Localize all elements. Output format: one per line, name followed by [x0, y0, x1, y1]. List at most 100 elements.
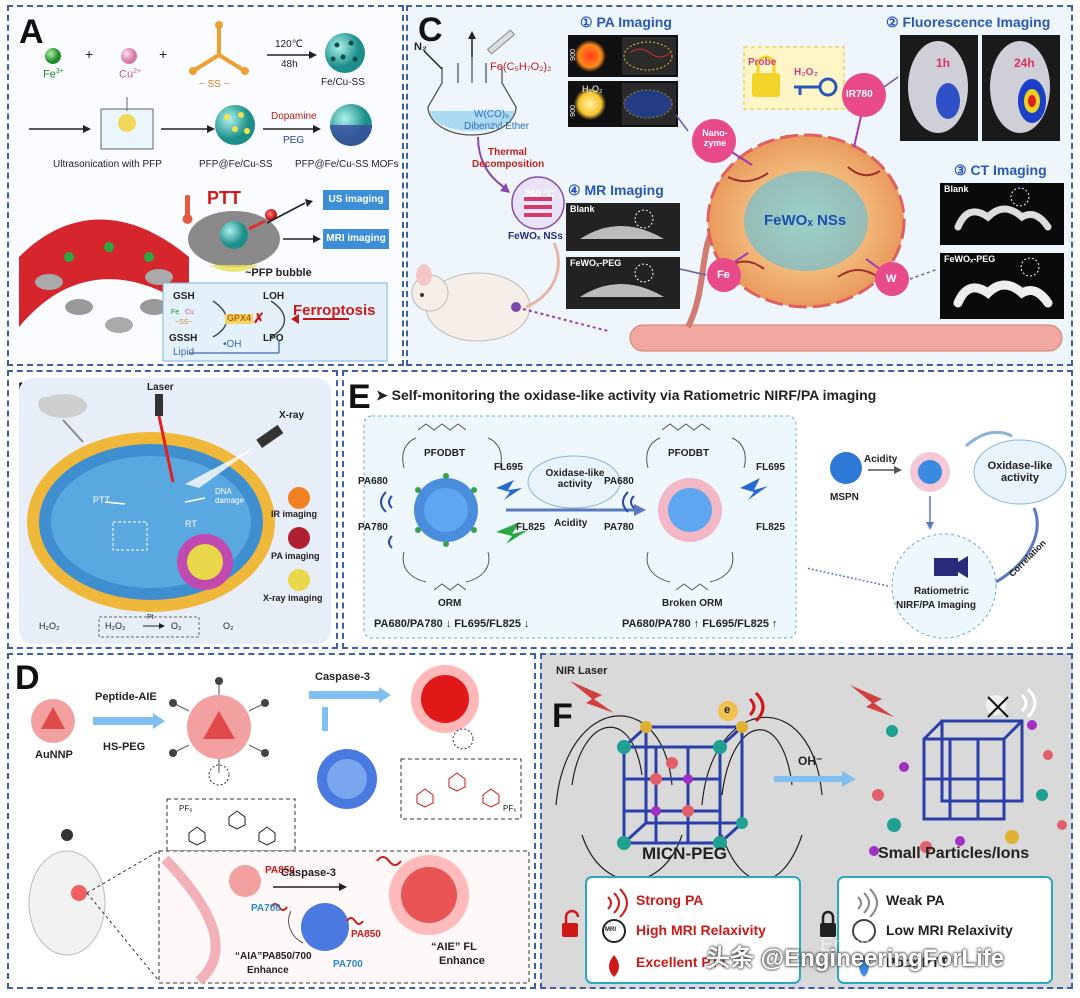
- pa850-label-b: PA850: [351, 929, 381, 940]
- gssh-label: GSSH: [169, 333, 198, 344]
- product-2-label: PFP@Fe/Cu-SS: [199, 159, 273, 170]
- pa-imaging-title: ① PA Imaging: [580, 14, 672, 30]
- flame-icon: [609, 955, 619, 977]
- aie-aggregate-cluster: [389, 855, 469, 935]
- high-mri-label: High MRI Relaxivity: [636, 922, 766, 938]
- lipid-label: Lipid: [173, 347, 195, 358]
- key-icon: [794, 77, 838, 97]
- weak-pa-icon: [857, 888, 878, 918]
- aunnp-label: AuNNP: [35, 749, 73, 761]
- mr-blank-label: Blank: [570, 204, 595, 214]
- plus-sign-2: +: [159, 46, 168, 62]
- caspase-label: Caspase-3: [315, 671, 371, 683]
- mini-ss-label: ~SS~: [175, 319, 193, 326]
- weak-pa-label: Weak PA: [886, 892, 945, 908]
- pa700-label-a: PA700: [251, 903, 281, 914]
- w-node: [875, 262, 909, 296]
- poor-ptt-icon: [859, 955, 869, 977]
- panel-b-graphics: [19, 378, 331, 644]
- nirf-pa-label: NIRF/PA Imaging: [896, 600, 976, 611]
- fl825-label-a: FL825: [516, 522, 545, 533]
- oxidase-cloud-b: [973, 439, 1067, 505]
- h2o2-label: H₂O₂: [39, 621, 60, 631]
- pfodbt-label-b: PFODBT: [668, 448, 710, 459]
- small-particles-label: Small Particles/Ions: [878, 845, 1030, 862]
- xray-imaging-label: X-ray imaging: [263, 593, 323, 603]
- rt-label: RT: [185, 519, 197, 529]
- gsh-label: GSH: [173, 291, 195, 302]
- pa700-label-b: PA700: [333, 959, 363, 970]
- probe-h2o2-label: H₂O₂: [794, 67, 818, 78]
- pf6-label-b: PF₆: [503, 804, 517, 813]
- aia-sub: Enhance: [247, 965, 289, 976]
- broken-orm-label: Broken ORM: [662, 598, 723, 609]
- lattice-atoms: [617, 721, 748, 850]
- fl825-bolt: [496, 522, 528, 544]
- oxidase-cloud: [527, 455, 621, 509]
- fe-ion-sphere: [45, 48, 61, 64]
- caspase-label-b: Caspase-3: [281, 867, 337, 879]
- aie-structure-box-b: [400, 758, 522, 820]
- condition-time: 48h: [281, 59, 298, 70]
- poor-ptt-label: Poor PTT: [886, 954, 949, 970]
- strong-pa-label: Strong PA: [636, 892, 704, 908]
- pa680-label-a: PA680: [358, 476, 388, 487]
- reagent-peg: PEG: [283, 135, 305, 146]
- ratiometric-label: Ratiometric: [914, 586, 970, 597]
- xray-label: X-ray: [279, 410, 305, 421]
- micn-lattice: [622, 725, 744, 845]
- loh-label: LOH: [263, 291, 285, 302]
- ferroptosis-label: Ferroptosis: [293, 302, 376, 319]
- nanozyme-node: [692, 119, 736, 163]
- pfodbt-label-a: PFODBT: [424, 448, 466, 459]
- reagent-dopamine: Dopamine: [271, 111, 317, 122]
- pa-scale-top: 900: [570, 49, 577, 61]
- pa850-label-a: PA850: [265, 865, 295, 876]
- us-imaging-box: US imaging: [323, 190, 389, 210]
- solvent-label: Dibenzyl Ether: [464, 121, 530, 132]
- lpo-label: LPO: [263, 333, 284, 344]
- lock-icon: [752, 55, 780, 97]
- panel-c-label: C: [418, 11, 443, 49]
- ir780-node: [842, 73, 886, 117]
- pa780-label-a: PA780: [358, 522, 388, 533]
- orm-label: ORM: [438, 598, 462, 609]
- fluorescence-imaging-title: ② Fluorescence Imaging: [886, 14, 1051, 30]
- nir-laser-bolt: [570, 681, 614, 713]
- ultrasonication-beaker-icon: [100, 97, 154, 150]
- fluorescence-time-2: 24h: [1014, 56, 1035, 70]
- mri-imaging-box: MRI imaging: [323, 229, 389, 249]
- camera-icon: [934, 556, 968, 578]
- panel-c: C: [406, 5, 1073, 366]
- ptt-label: PTT: [93, 495, 110, 505]
- laser-icon: [265, 209, 277, 221]
- fluorescence-time-1: 1h: [936, 56, 951, 70]
- mspn-nanoparticle: [830, 452, 862, 484]
- fe-reagent-label: Fe(C₅H₇O₂)₂: [490, 61, 552, 73]
- pfp-bubble-label: ~PFP bubble: [245, 267, 312, 279]
- fl825-label-b: FL825: [756, 522, 785, 533]
- aie-sub: Enhance: [439, 955, 485, 967]
- panel-f: F: [540, 653, 1073, 989]
- mr-treated-label: FeWOₓ-PEG: [570, 258, 622, 268]
- mri-badge-label: MRI: [605, 927, 616, 933]
- fewox-nss-label: FeWOₓ NSs: [508, 231, 563, 242]
- scattered-ions: [869, 720, 1067, 856]
- panel-d-label: D: [15, 659, 40, 697]
- temp-label: 260 °C: [524, 189, 555, 200]
- watermark-text: 头条 @EngineeringForLife: [706, 945, 1005, 972]
- cu-ion-sphere: [121, 48, 137, 64]
- aie-title: “AIE” FL: [431, 941, 477, 953]
- peptide-aie-label: Peptide-AIE: [95, 691, 157, 703]
- blood-vessel-illustration: [19, 219, 189, 333]
- nir-laser-label: NIR Laser: [556, 665, 608, 677]
- ct-treated-label: FeWOₓ-PEG: [944, 254, 996, 264]
- panel-e-label: E: [348, 378, 371, 416]
- mri-icon: [602, 919, 626, 943]
- product-3-label: PFP@Fe/Cu-SS MOFs: [295, 159, 399, 170]
- thermometer-icon: [182, 195, 193, 224]
- catalysis-box: [98, 616, 200, 638]
- panel-b: B Laser X-ray PTT RT DNA da: [7, 370, 338, 649]
- panel-f-graphics: [555, 681, 1067, 984]
- nanozyme-label: Nano-zyme: [702, 128, 728, 148]
